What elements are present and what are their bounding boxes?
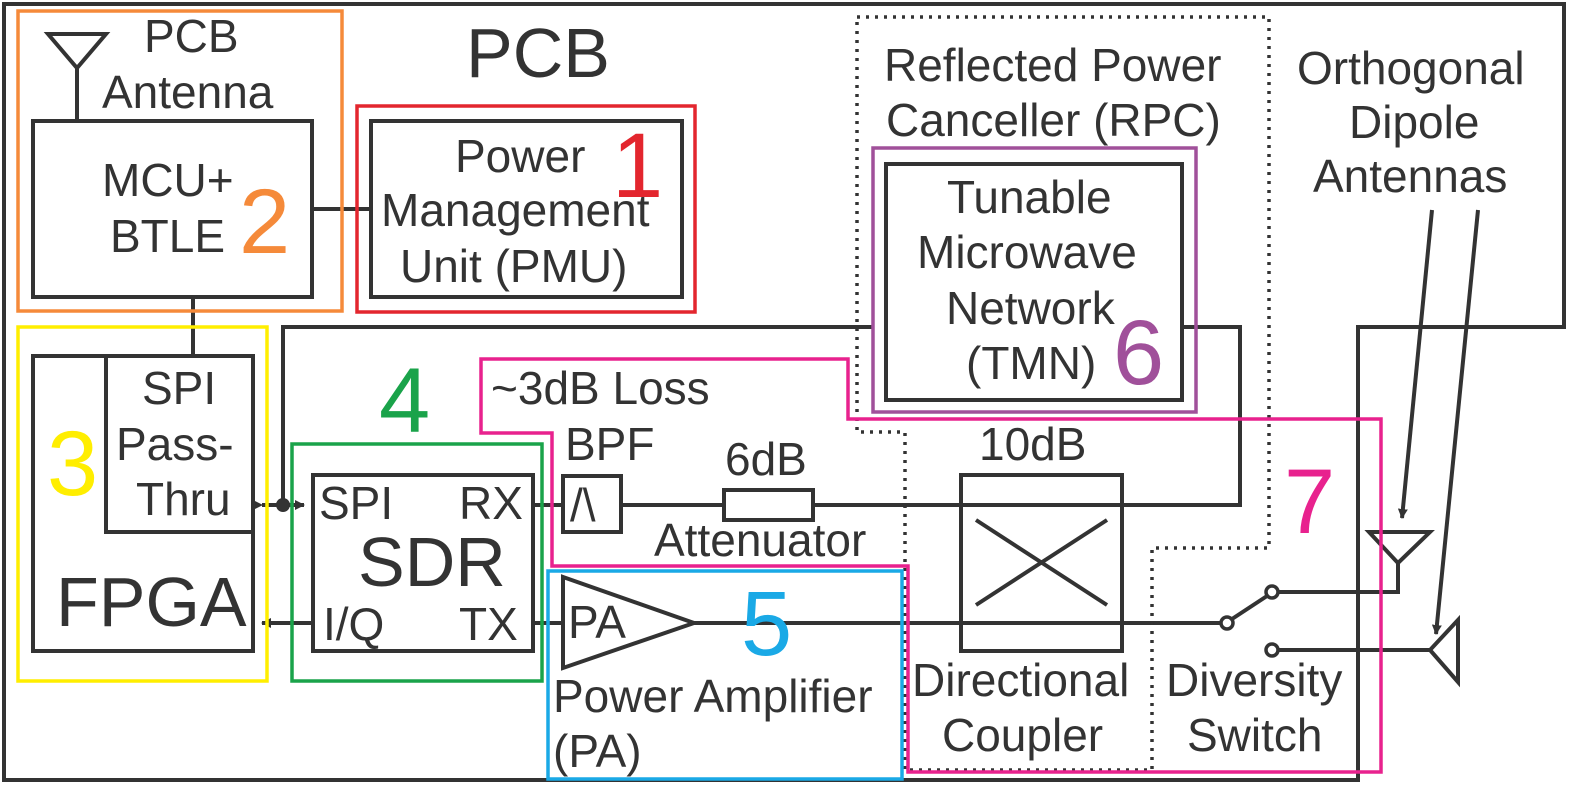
pmu-label-1: Power xyxy=(455,130,585,182)
coupler-cross-b xyxy=(974,518,1109,607)
region-2-outline xyxy=(16,9,344,313)
dipole-label-3: Antennas xyxy=(1313,150,1507,202)
spi-passthru-label-2: Pass- xyxy=(116,418,234,470)
pcb-title: PCB xyxy=(466,14,610,92)
region-1-outline xyxy=(355,104,697,314)
switch-label-2: Switch xyxy=(1187,709,1322,761)
sdr-rx-label: RX xyxy=(459,477,523,529)
pa-triangle-icon xyxy=(561,574,701,671)
dipole-pointer-a xyxy=(1397,209,1434,519)
pa-symbol-label: PA xyxy=(568,596,626,648)
dipole-label-1: Orthogonal xyxy=(1297,42,1525,94)
fpga-label: FPGA xyxy=(56,563,247,641)
region-7-number: 7 xyxy=(1284,451,1335,553)
switch-label-1: Diversity xyxy=(1166,654,1342,706)
coupler-box xyxy=(959,473,1124,653)
dipole-label-2: Dipole xyxy=(1349,96,1479,148)
mcu-label-2: BTLE xyxy=(110,210,225,262)
tmn-box xyxy=(884,162,1184,402)
sdr-box xyxy=(311,473,535,653)
region-6-outline xyxy=(871,146,1198,414)
region-5-outline xyxy=(546,569,904,781)
attenuator-value: 6dB xyxy=(725,433,807,485)
coupler-value: 10dB xyxy=(979,418,1086,470)
pcb-antenna-icon xyxy=(43,32,111,120)
rpc-label-1: Reflected Power xyxy=(884,39,1222,91)
region-3-number: 3 xyxy=(47,413,98,515)
pcb-outline xyxy=(2,2,1566,782)
pmu-label-2: Management xyxy=(381,184,650,236)
rpc-label-2: Canceller (RPC) xyxy=(886,94,1221,146)
tmn-label-1: Tunable xyxy=(947,171,1112,223)
dipole-antenna-vertical-icon xyxy=(1364,530,1435,566)
fpga-to-tmn-wire xyxy=(281,325,873,505)
atten-to-tmn-wire xyxy=(813,325,1242,507)
sdr-tx-label: TX xyxy=(459,598,518,650)
region-4-outline xyxy=(290,442,544,683)
tmn-label-3: Network xyxy=(946,282,1116,334)
dipole-antenna-horizontal-icon xyxy=(1427,614,1460,688)
spi-passthru-box xyxy=(104,354,255,534)
sdr-spi-label: SPI xyxy=(319,477,393,529)
region-3-outline xyxy=(16,325,269,683)
loss-label: ~3dB Loss xyxy=(491,362,710,414)
pmu-label-3: Unit (PMU) xyxy=(400,240,627,292)
coupler-label-2: Coupler xyxy=(942,709,1103,761)
bpf-label: BPF xyxy=(565,418,654,470)
pa-label-2: (PA) xyxy=(553,725,642,777)
coupler-label-1: Directional xyxy=(912,654,1129,706)
region-2-number: 2 xyxy=(239,171,290,273)
attenuator-label: Attenuator xyxy=(654,514,866,566)
region-1-number: 1 xyxy=(612,115,663,217)
switch-to-antenna-a xyxy=(1278,563,1400,594)
region-5-number: 5 xyxy=(741,573,792,675)
spi-passthru-label-1: SPI xyxy=(142,362,216,414)
region-7-outline xyxy=(479,357,1383,774)
mcu-label-1: MCU+ xyxy=(102,154,234,206)
region-4-number: 4 xyxy=(379,350,430,452)
region-6-number: 6 xyxy=(1113,302,1164,404)
pcb-antenna-label-2: Antenna xyxy=(102,66,274,118)
sdr-label: SDR xyxy=(358,523,506,601)
diversity-switch-icon xyxy=(1219,584,1280,658)
rpc-region xyxy=(855,15,1271,772)
spi-passthru-label-3: Thru xyxy=(136,473,231,525)
pcb-antenna-label-1: PCB xyxy=(144,10,239,62)
pa-label-1: Power Amplifier xyxy=(553,670,873,722)
tmn-label-4: (TMN) xyxy=(966,337,1096,389)
tmn-label-2: Microwave xyxy=(917,226,1137,278)
bpf-symbol: /\ xyxy=(570,479,596,531)
dipole-pointer-b xyxy=(1431,209,1480,635)
sdr-iq-label: I/Q xyxy=(323,598,384,650)
